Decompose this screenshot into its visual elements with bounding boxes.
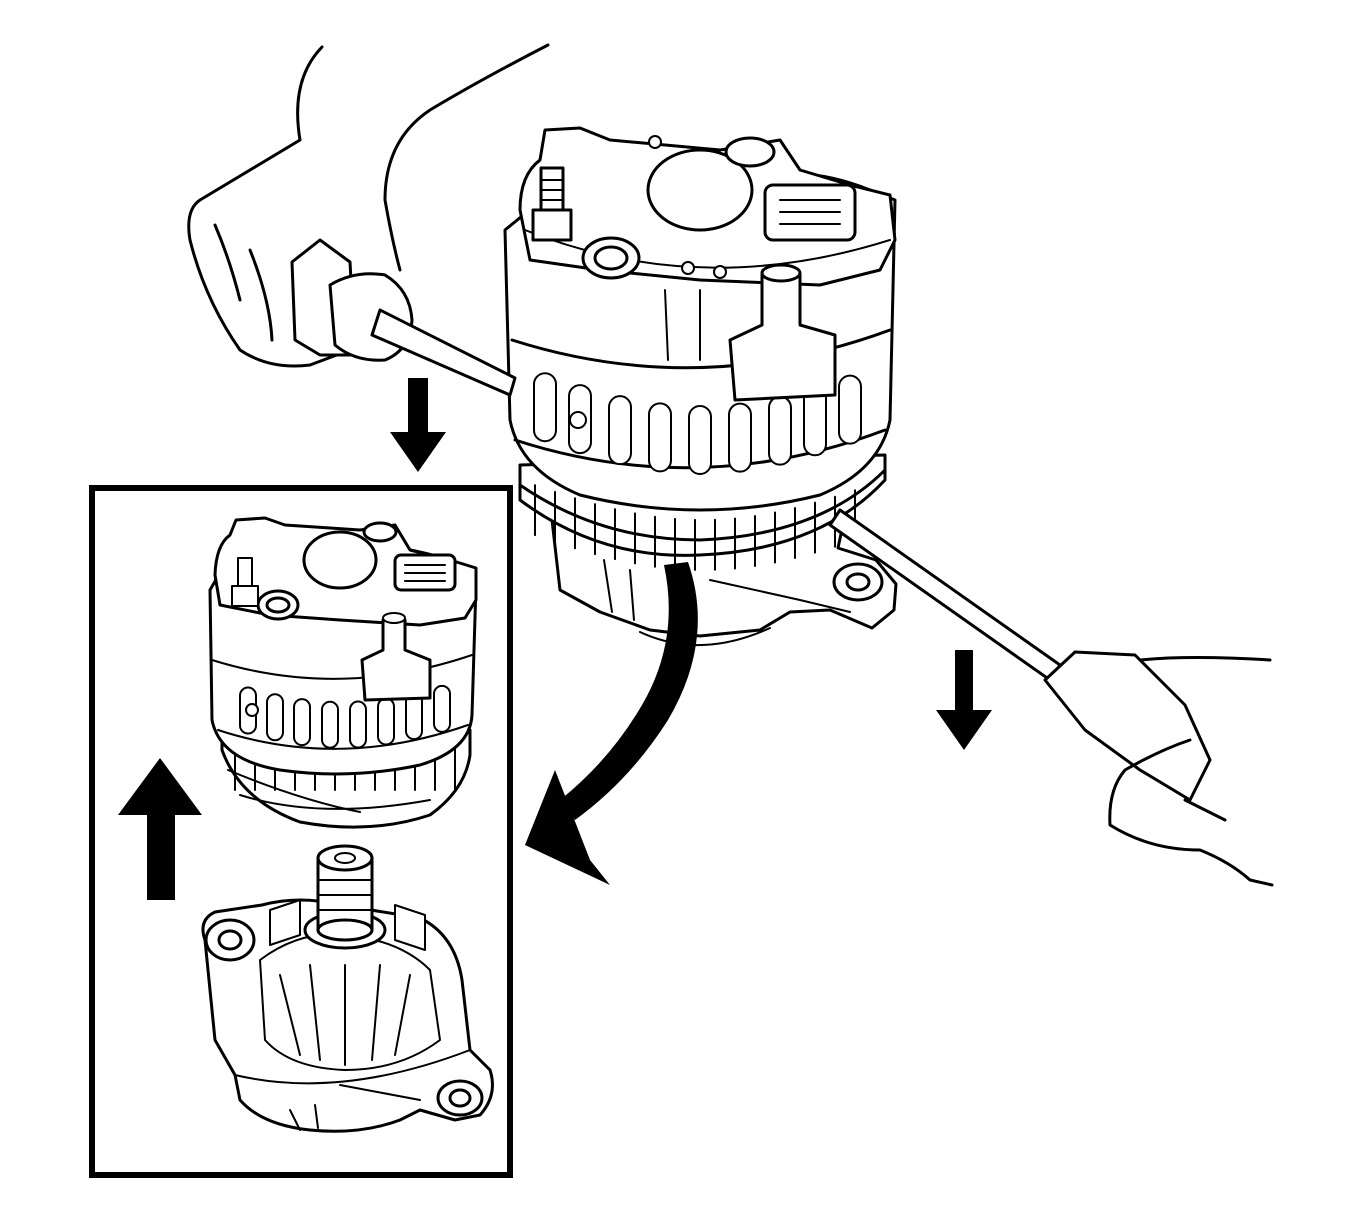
vent-slot	[349, 700, 367, 749]
inset-frame	[89, 485, 513, 1178]
vent-slot	[608, 395, 632, 466]
vent-slot	[838, 374, 862, 445]
screwdriver-icon-right	[828, 508, 1212, 802]
vent-slot	[728, 402, 752, 473]
curved-arrow-icon	[525, 562, 698, 885]
arrow-down-icon-upper	[390, 378, 446, 472]
vent-slot	[293, 698, 311, 747]
alternator-rear-housing	[208, 516, 478, 829]
alternator-assembled	[503, 126, 898, 646]
vent-slot	[321, 700, 339, 749]
arrow-down-icon-right	[936, 650, 992, 750]
hand-icon-left	[187, 43, 550, 368]
arrow-up-icon	[118, 758, 202, 900]
rotor-and-drive-end-housing	[201, 844, 494, 1133]
vent-slot	[266, 693, 284, 742]
vent-slot	[768, 395, 792, 466]
vent-slot	[648, 402, 672, 473]
screwdriver-icon-left	[290, 238, 517, 397]
vent-slot	[377, 697, 395, 746]
vent-slot	[533, 372, 557, 443]
vent-slot	[433, 684, 451, 733]
vent-slot	[688, 404, 712, 475]
hand-icon-right	[1108, 656, 1274, 887]
